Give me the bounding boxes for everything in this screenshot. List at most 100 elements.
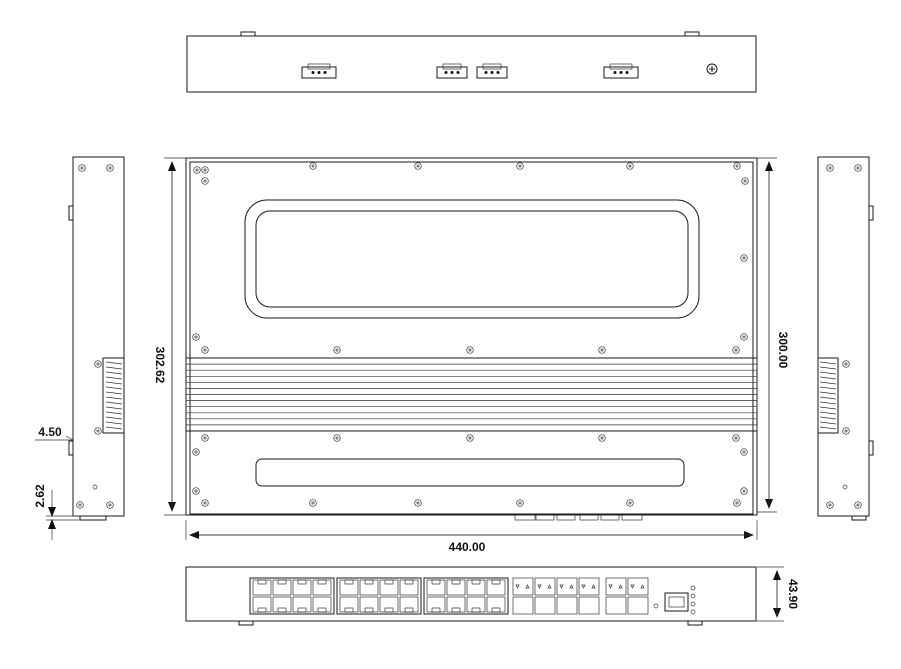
screw-icon bbox=[201, 346, 209, 354]
port-stub bbox=[621, 514, 643, 521]
upper-window-inner bbox=[255, 210, 689, 308]
screw-icon bbox=[192, 448, 200, 456]
fin-line bbox=[105, 416, 123, 420]
fin-line bbox=[819, 391, 837, 395]
fin-line bbox=[819, 371, 837, 375]
status-led bbox=[690, 609, 696, 615]
rj45-port bbox=[426, 596, 446, 613]
fin-line bbox=[105, 421, 123, 425]
screw-icon bbox=[826, 164, 834, 172]
sfp-port-pair bbox=[627, 577, 649, 615]
front-view-body bbox=[185, 566, 757, 622]
rj45-port bbox=[359, 579, 379, 596]
front-view-foot-right bbox=[687, 620, 703, 626]
screw-icon bbox=[854, 164, 862, 172]
power-connector bbox=[301, 63, 337, 79]
screw-icon bbox=[842, 360, 850, 368]
port-stub bbox=[579, 514, 599, 521]
fin-line bbox=[819, 361, 837, 365]
rj45-port bbox=[292, 596, 312, 613]
screw-icon bbox=[733, 162, 741, 170]
fin-line bbox=[105, 401, 123, 405]
rj45-block bbox=[336, 577, 422, 615]
screw-icon bbox=[414, 162, 422, 170]
screw-icon bbox=[466, 434, 474, 442]
sfp-port-pair bbox=[605, 577, 627, 615]
sfp-port-pair bbox=[512, 577, 534, 615]
rj45-port bbox=[446, 579, 466, 596]
heatsink-fins bbox=[186, 357, 757, 432]
port-stub bbox=[535, 514, 555, 521]
rj45-port bbox=[486, 579, 506, 596]
right-side-foot bbox=[851, 515, 867, 521]
dimension-height-front-label: 302.62 bbox=[153, 347, 167, 384]
screw-icon bbox=[333, 346, 341, 354]
screw-icons bbox=[76, 162, 862, 509]
dimension-width-label: 440.00 bbox=[449, 540, 486, 554]
screw-icon bbox=[626, 499, 634, 507]
rj45-port bbox=[446, 596, 466, 613]
front-view-foot-left bbox=[238, 620, 254, 626]
dimension-width: 440.00 bbox=[185, 520, 758, 554]
rj45-port bbox=[312, 596, 332, 613]
dimension-depth-label: 43.90 bbox=[786, 579, 800, 609]
screw-icon bbox=[94, 427, 102, 435]
rj45-port bbox=[426, 579, 446, 596]
screw-icon bbox=[733, 499, 741, 507]
upper-window-outer bbox=[244, 199, 700, 319]
right-side-body bbox=[817, 156, 870, 517]
right-side-heatsink bbox=[817, 357, 839, 434]
fin-line bbox=[819, 421, 837, 425]
fin-line bbox=[819, 411, 837, 415]
bottom-port-stubs bbox=[514, 514, 643, 521]
sfp-port-pair bbox=[534, 577, 556, 615]
screw-icon bbox=[193, 166, 201, 174]
screw-icon bbox=[732, 346, 740, 354]
screw-icon bbox=[598, 434, 606, 442]
rj45-port bbox=[339, 579, 359, 596]
reset-pinhole bbox=[653, 603, 659, 609]
screw-icon bbox=[740, 487, 748, 495]
ground-screw-icon bbox=[706, 63, 718, 75]
port-stub bbox=[600, 514, 620, 521]
dimension-depth: 43.90 bbox=[757, 566, 800, 622]
rj45-port bbox=[399, 596, 419, 613]
screw-icon bbox=[740, 254, 748, 262]
rj45-port bbox=[466, 579, 486, 596]
screw-icon bbox=[333, 434, 341, 442]
screw-icon bbox=[309, 499, 317, 507]
dimension-height-rear: 300.00 bbox=[757, 157, 790, 513]
fin-line bbox=[819, 366, 837, 370]
screw-icon bbox=[78, 164, 86, 172]
screw-icon bbox=[466, 346, 474, 354]
screw-icon bbox=[598, 346, 606, 354]
dimension-foot-height-label: 2.62 bbox=[33, 484, 47, 508]
left-side-body bbox=[72, 156, 125, 517]
dimension-side-offset: 4.50 bbox=[35, 425, 74, 441]
right-side-view bbox=[817, 156, 874, 521]
screw-icon bbox=[516, 499, 524, 507]
power-connectors bbox=[301, 63, 639, 79]
fin-line bbox=[105, 371, 123, 375]
fin-line bbox=[105, 361, 123, 365]
screw-icon bbox=[201, 499, 209, 507]
rj45-port bbox=[252, 596, 272, 613]
left-heatsink-fins bbox=[105, 361, 123, 430]
screw-icon bbox=[516, 162, 524, 170]
fin-line bbox=[105, 386, 123, 390]
lower-window bbox=[255, 458, 685, 487]
rj45-port bbox=[399, 579, 419, 596]
fin-line bbox=[105, 406, 123, 410]
right-side-tab-upper bbox=[868, 205, 874, 221]
port-stub bbox=[514, 514, 536, 521]
left-side-tab-lower bbox=[68, 440, 74, 456]
left-side-tab-upper bbox=[68, 205, 74, 221]
rj45-port bbox=[379, 596, 399, 613]
dimension-foot-height: 2.62 bbox=[33, 484, 80, 540]
power-connector bbox=[603, 63, 639, 79]
power-connector bbox=[436, 63, 468, 79]
screw-icon bbox=[309, 162, 317, 170]
fin-line bbox=[105, 381, 123, 385]
screw-icon bbox=[842, 427, 850, 435]
plan-outer-frame bbox=[185, 157, 758, 516]
